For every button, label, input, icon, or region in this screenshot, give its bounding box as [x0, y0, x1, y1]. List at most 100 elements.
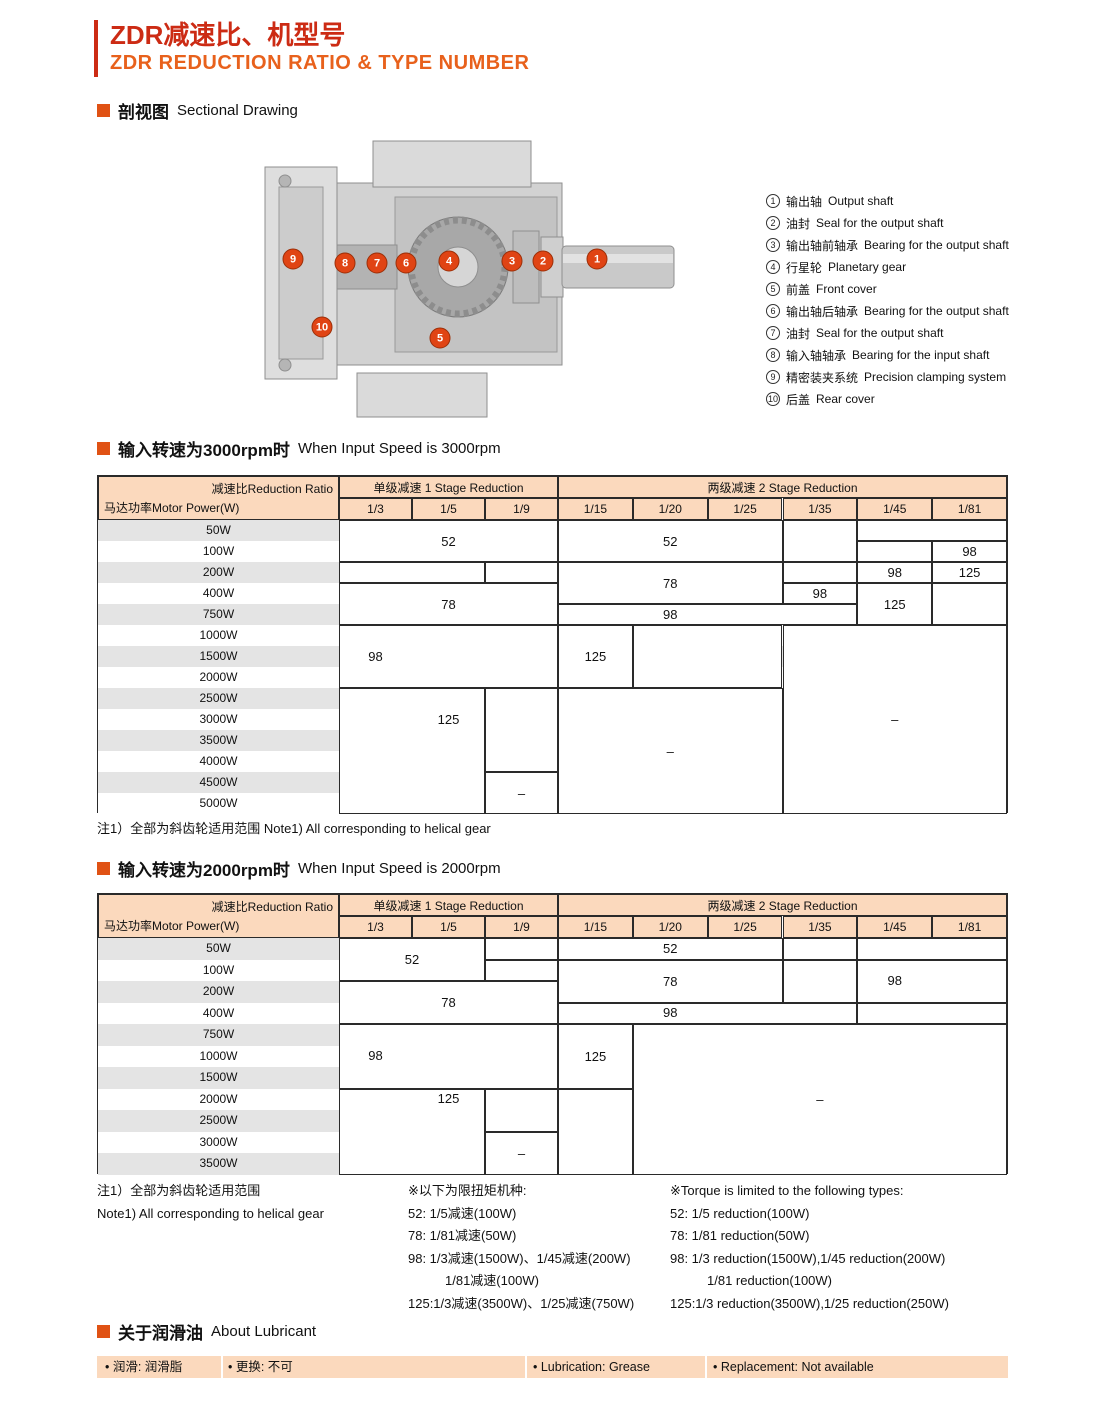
corner-reduction-ratio-label: 减速比Reduction Ratio — [211, 482, 333, 496]
frame-size-region — [782, 938, 858, 960]
motor-power-row-label: 3000W — [199, 1134, 238, 1149]
callout-number-badge: 2 — [766, 216, 780, 230]
corner-reduction-ratio-label: 减速比Reduction Ratio — [211, 900, 333, 914]
frame-size-region — [485, 1088, 558, 1132]
frame-size-region — [782, 520, 858, 562]
heading-square-icon — [97, 861, 110, 875]
motor-power-row-label: 3000W — [199, 712, 238, 726]
frame-size-label: 98 — [368, 648, 383, 664]
callout-number-badge: 3 — [766, 238, 780, 252]
motor-power-row-label: 4500W — [199, 775, 238, 789]
frame-size-region — [857, 541, 933, 562]
frame-size-region: 78 — [339, 583, 558, 625]
ratio-header-cell: 1/15 — [558, 498, 633, 520]
frame-size-region — [558, 1002, 858, 1024]
lubricant-bar: • 润滑: 润滑脂 • 更换: 不可 • Lubrication: Grease… — [97, 1356, 1008, 1378]
torque-note-line: 78: 1/81 reduction(50W) — [670, 1228, 810, 1243]
motor-power-row-label: 1000W — [199, 1048, 238, 1063]
stage2-header: 两级减速 2 Stage Reduction — [558, 894, 1007, 916]
frame-size-region — [558, 604, 858, 625]
frame-size-region — [857, 938, 1007, 960]
frame-size-region — [485, 959, 558, 981]
frame-size-region — [857, 959, 1007, 1003]
torque-note-line: 78: 1/81减速(50W) — [408, 1228, 517, 1243]
torque-note-line: 52: 1/5减速(100W) — [408, 1205, 517, 1221]
page-title-cn: ZDR减速比、机型号 — [110, 20, 346, 50]
frame-size-region: 125 — [558, 625, 633, 688]
frame-size-region — [558, 1088, 633, 1175]
stage1-header: 单级减速 1 Stage Reduction — [339, 894, 558, 916]
callout-number-badge: 8 — [766, 348, 780, 362]
frame-size-region — [339, 688, 485, 814]
heading-cn: 输入转速为2000rpm时 — [118, 860, 290, 880]
motor-power-row-label: 5000W — [199, 796, 238, 810]
section-heading-3000rpm: 输入转速为3000rpm时 When Input Speed is 3000rp… — [97, 439, 501, 460]
ratio-header-cell: 1/9 — [485, 498, 558, 520]
motor-power-row-label: 50W — [206, 941, 231, 955]
torque-note-line: 98: 1/3 reduction(1500W),1/45 reduction(… — [670, 1250, 946, 1266]
note-2000rpm-cn: 注1）全部为斜齿轮适用范围 — [97, 1183, 261, 1198]
ratio-header-cell: 1/81 — [932, 498, 1007, 520]
motor-power-row-label: 1500W — [199, 1070, 238, 1084]
frame-size-region — [339, 562, 485, 583]
gearbox-illustration — [264, 140, 675, 418]
frame-size-region: 125 — [558, 1024, 633, 1089]
frame-size-region — [857, 520, 1007, 541]
lubricant-divider — [525, 1356, 527, 1378]
callout-en: Rear cover — [816, 392, 875, 406]
frame-size-region — [632, 625, 783, 688]
drawing-callout-badge: 5 — [429, 327, 451, 349]
heading-cn: 输入转速为3000rpm时 — [118, 440, 290, 460]
frame-size-region: 52 — [339, 520, 558, 562]
frame-size-region: 78 — [558, 562, 783, 604]
callout-number-badge: 10 — [766, 392, 780, 406]
callout-cn: 油封 — [786, 216, 811, 231]
heading-en: Sectional Drawing — [177, 101, 298, 119]
callout-en: Seal for the output shaft — [816, 326, 944, 340]
callout-number-badge: 6 — [766, 304, 780, 318]
ratio-header-cell: 1/25 — [707, 916, 783, 938]
torque-note-line: 1/81 reduction(100W) — [707, 1273, 833, 1288]
frame-size-region — [339, 1088, 485, 1175]
frame-size-region: 98 — [932, 541, 1007, 562]
frame-size-region: 125 — [932, 562, 1007, 583]
motor-power-row-label: 750W — [202, 607, 235, 621]
motor-power-row-label: 400W — [202, 1005, 235, 1020]
torque-note-en-title: ※Torque is limited to the following type… — [670, 1183, 904, 1198]
ratio-header-cell: 1/35 — [782, 498, 858, 520]
frame-size-region — [782, 959, 858, 1003]
drawing-callout-badge: 6 — [395, 252, 417, 274]
torque-note-line: 125:1/3减速(3500W)、1/25减速(750W) — [408, 1295, 635, 1311]
ratio-header-cell: 1/5 — [412, 498, 485, 520]
frame-size-label: 98 — [368, 1048, 383, 1064]
frame-size-region: – — [485, 1131, 558, 1175]
ratio-header-cell: 1/81 — [932, 916, 1007, 938]
callout-cn: 行星轮 — [786, 260, 823, 275]
frame-size-region — [485, 562, 558, 583]
drawing-callout-badge: 8 — [334, 252, 356, 274]
lubricant-divider — [705, 1356, 707, 1378]
motor-power-row-label: 400W — [202, 586, 235, 600]
frame-size-region — [857, 1002, 1007, 1024]
heading-en: About Lubricant — [211, 1322, 317, 1340]
motor-power-row-label: 2500W — [199, 1113, 238, 1127]
ratio-header-cell: 1/3 — [339, 498, 412, 520]
ratio-header-cell: 1/9 — [485, 916, 558, 938]
callout-en: Precision clamping system — [864, 370, 1007, 384]
torque-note-line: 98: 1/3减速(1500W)、1/45减速(200W) — [408, 1250, 631, 1266]
drawing-callout-badge: 1 — [586, 248, 608, 270]
ratio-header-cell: 1/45 — [857, 916, 933, 938]
frame-size-region: 98 — [782, 583, 858, 604]
callout-cn: 后盖 — [786, 392, 811, 407]
frame-size-region: – — [632, 1024, 1007, 1175]
frame-size-region — [932, 583, 1007, 625]
frame-size-region: 125 — [857, 583, 933, 625]
frame-size-label: 98 — [663, 606, 678, 622]
